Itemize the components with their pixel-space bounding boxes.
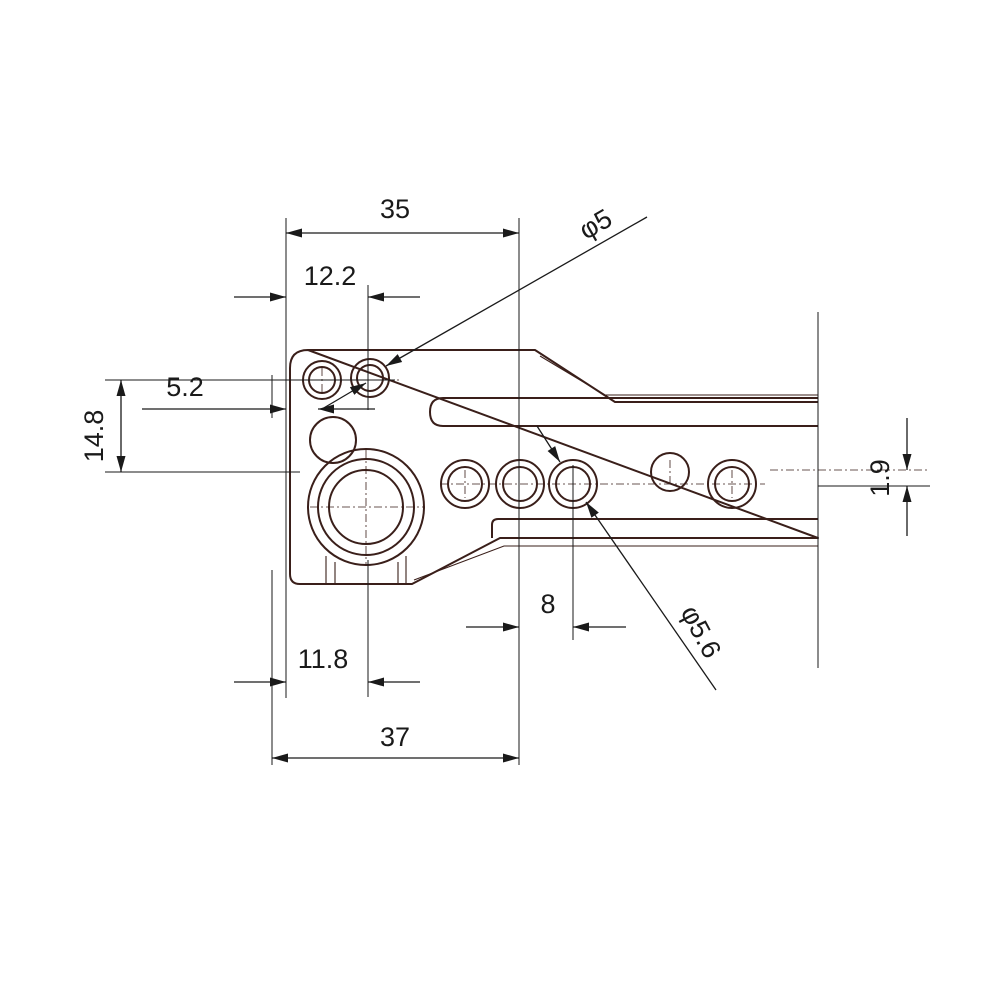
dimension-12-2-label: 12.2 [304,261,357,291]
dimension-35-label: 35 [380,194,410,224]
chamfer-edge [539,355,818,396]
dimension-37: 37 [272,722,519,763]
dimension-1-9-label: 1.9 [865,459,895,497]
dimension-8: 8 [466,589,626,632]
dimension-11-8-label: 11.8 [298,644,349,674]
extension-lines [105,218,930,765]
dimension-35: 35 [286,194,519,238]
leader-diameter-5-label: φ5 [574,203,617,245]
dimension-5-2: 5.2 [142,372,375,414]
dimension-14-8-label: 14.8 [79,410,109,463]
bottom-tab-right [397,556,407,584]
top-hole-2-outer [350,358,390,398]
dimension-5-2-label: 5.2 [166,372,204,402]
lower-rail-inner-edge [413,545,818,581]
top-hole-2-inner [356,364,384,392]
dimension-11-8: 11.8 [234,644,420,687]
dimension-8-label: 8 [540,589,555,619]
long-slot [429,397,818,427]
leader-diameter-5-6-label: φ5.6 [675,600,727,663]
leader-diameter-5: φ5 [321,203,648,410]
lower-rail [491,518,818,538]
bracket-outline [289,349,819,585]
holes [302,358,757,566]
bracket-part [289,349,819,585]
dimension-12-2: 12.2 [234,261,420,302]
bottom-tab-left [325,556,336,584]
dimension-1-9: 1.9 [865,418,912,536]
dimension-14-8: 14.8 [79,380,126,472]
single-hole [650,452,690,492]
dimension-37-label: 37 [380,722,410,752]
leader-diameter-5-6: φ5.6 [536,425,727,691]
small-boss [309,416,357,464]
